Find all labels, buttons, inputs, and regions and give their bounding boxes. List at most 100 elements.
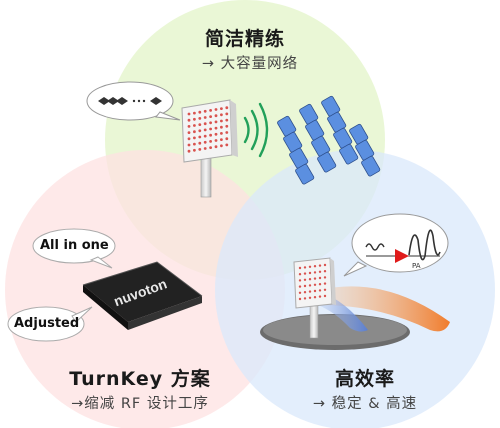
left-subtitle: →缩减 RF 设计工序 [71, 396, 209, 412]
antenna-element-dot [187, 125, 191, 128]
antenna-element-dot [198, 129, 202, 133]
antenna-element-dot [318, 289, 322, 292]
antenna-element-dot [220, 107, 223, 110]
antenna-element-dot [187, 137, 191, 141]
antenna-element-dot [313, 296, 317, 299]
antenna-element-dot [225, 118, 229, 122]
antenna-element-dot [187, 143, 191, 147]
antenna-element-dot [220, 113, 223, 117]
antenna-element-dot [323, 276, 327, 279]
antenna-element-dot [209, 140, 213, 143]
antenna-element-dot [308, 296, 312, 299]
top-title: 简洁精练 [204, 28, 285, 50]
bubble-all-in-one-label: All in one [40, 238, 109, 253]
antenna-element-dot [298, 279, 302, 282]
antenna-element-dot [298, 273, 302, 276]
antenna-element-dot [203, 109, 207, 113]
antenna-element-dot [303, 291, 307, 294]
antenna-element-dot [193, 117, 196, 121]
amplifier-icon [395, 249, 409, 263]
antenna-element-dot [209, 109, 213, 112]
antenna-element-dot [203, 116, 207, 119]
antenna-element-dot [193, 148, 196, 152]
antenna-element-dot [193, 111, 196, 115]
antenna-element-dot [214, 145, 218, 149]
antenna-element-dot [308, 290, 312, 293]
antenna-element-dot [198, 141, 202, 145]
antenna-element-dot [313, 289, 317, 293]
antenna-element-dot [298, 291, 302, 294]
antenna-element-dot [187, 112, 191, 116]
phone-icon [317, 151, 337, 173]
left-title: TurnKey 方案 [69, 368, 211, 390]
antenna-element-dot [318, 295, 322, 298]
antenna-element-dot [214, 132, 218, 136]
antenna-element-dot [323, 294, 327, 298]
antenna-element-dot [198, 135, 202, 139]
antenna-element-dot [323, 263, 327, 267]
phone-grid-icon [277, 95, 381, 185]
antenna-element-dot [318, 270, 322, 273]
antenna-element-dot [203, 147, 207, 150]
bubble-adjusted-label: Adjusted [14, 316, 80, 331]
antenna-element-dot [187, 131, 191, 135]
pa-bubble [343, 213, 449, 277]
antenna-element-dot [209, 133, 213, 137]
antenna-element-dot [308, 271, 312, 275]
nuvoton-chip [82, 261, 203, 330]
antenna-element-dot [323, 282, 327, 285]
antenna-element-dot [193, 130, 196, 134]
antenna-element-dot [214, 108, 218, 111]
bubble-adjusted [7, 306, 93, 342]
antenna-element-dot [225, 106, 229, 110]
antenna-element-dot [193, 142, 196, 146]
antenna-element-dot [203, 140, 207, 144]
antenna-element-dot [220, 138, 223, 142]
antenna-element-dot [308, 278, 312, 281]
pa-label: PA [412, 262, 421, 270]
antenna-element-dot [225, 137, 229, 141]
top-subtitle: → 大容量网络 [201, 56, 299, 72]
antenna-element-dot [318, 283, 322, 286]
antenna-element-dot [214, 126, 218, 130]
phone-icon [339, 143, 359, 165]
antenna-element-dot [220, 125, 223, 129]
antenna-element-dot [298, 266, 302, 270]
bubble-all-in-one [32, 228, 116, 269]
antenna-element-dot [209, 127, 213, 131]
speech-bubble-network [86, 81, 181, 121]
antenna-element-dot [313, 265, 317, 268]
antenna-element-dot [323, 288, 327, 291]
antenna-element-dot [323, 270, 327, 273]
antenna-element-dot [187, 149, 191, 153]
antenna-element-dot [308, 284, 312, 287]
antenna-element-dot [303, 272, 307, 275]
antenna-element-dot [198, 117, 202, 120]
right-title: 高效率 [334, 368, 395, 390]
antenna-element-dot [225, 124, 229, 128]
antenna-top [181, 99, 238, 198]
efficiency-graphic [260, 257, 450, 350]
antenna-element-dot [303, 297, 307, 300]
antenna-element-dot [198, 110, 202, 114]
antenna-element-dot [220, 119, 223, 123]
right-subtitle: → 稳定 & 高速 [312, 396, 418, 412]
antenna-element-dot [303, 284, 307, 288]
antenna-element-dot [209, 121, 213, 125]
antenna-element-dot [193, 124, 196, 127]
antenna-element-dot [225, 143, 229, 147]
antenna-element-dot [298, 297, 302, 301]
antenna-element-dot [318, 276, 322, 280]
antenna-element-dot [198, 148, 202, 151]
antenna-element-dot [308, 265, 312, 268]
signal-waves-icon [243, 102, 269, 158]
antenna-element-dot [220, 144, 223, 148]
antenna-element-dot [209, 115, 213, 118]
antenna-element-dot [214, 139, 218, 142]
antenna-element-dot [203, 122, 207, 126]
antenna-element-dot [313, 277, 317, 280]
antenna-element-dot [214, 114, 218, 118]
antenna-element-dot [298, 285, 302, 288]
antenna-element-dot [203, 128, 207, 132]
